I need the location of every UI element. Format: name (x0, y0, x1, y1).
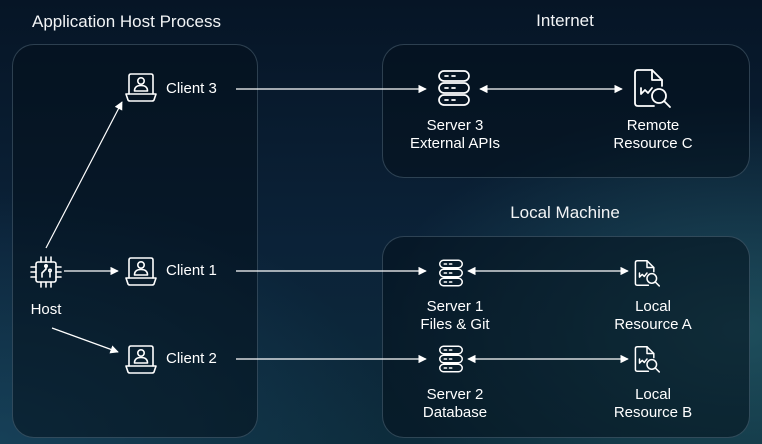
server2-label: Server 2 Database (423, 386, 487, 422)
document-search-icon (634, 345, 661, 373)
laptop-user-icon (125, 73, 157, 102)
application-host-title: Application Host Process (32, 12, 221, 31)
internet-panel (382, 44, 750, 178)
resource-c-kind: Remote (626, 117, 680, 134)
arrow-host-client2 (51, 327, 119, 354)
cpu-chip-icon (30, 256, 62, 288)
document-search-icon (634, 69, 671, 108)
resource-a-kind: Local (635, 298, 671, 315)
client2-label: Client 2 (166, 350, 217, 367)
document-search-icon (634, 259, 661, 287)
resource-c-label: Remote Resource C (613, 117, 692, 153)
server1-name: Server 1 (426, 298, 484, 315)
local-machine-title: Local Machine (510, 203, 620, 222)
resource-b-kind: Local (635, 386, 671, 403)
arrow-host-client3 (45, 101, 123, 249)
resource-c-name: Resource C (613, 135, 693, 152)
server3-desc: External APIs (409, 135, 501, 152)
server3-name: Server 3 (426, 117, 484, 134)
resource-a-label: Local Resource A (614, 298, 692, 334)
server-stack-icon (439, 345, 463, 373)
client3-label: Client 3 (166, 80, 217, 97)
server2-name: Server 2 (426, 386, 484, 403)
server-stack-icon (439, 259, 463, 287)
server3-label: Server 3 External APIs (410, 117, 500, 153)
internet-title: Internet (536, 11, 594, 30)
resource-b-name: Resource B (613, 404, 693, 421)
laptop-user-icon (125, 257, 157, 286)
server-stack-icon (438, 70, 470, 106)
resource-b-label: Local Resource B (614, 386, 692, 422)
server2-desc: Database (422, 404, 488, 421)
client1-label: Client 1 (166, 262, 217, 279)
resource-a-name: Resource A (614, 316, 692, 333)
server1-desc: Files & Git (420, 316, 490, 333)
laptop-user-icon (125, 345, 157, 374)
host-label: Host (30, 301, 62, 318)
server1-label: Server 1 Files & Git (420, 298, 489, 334)
